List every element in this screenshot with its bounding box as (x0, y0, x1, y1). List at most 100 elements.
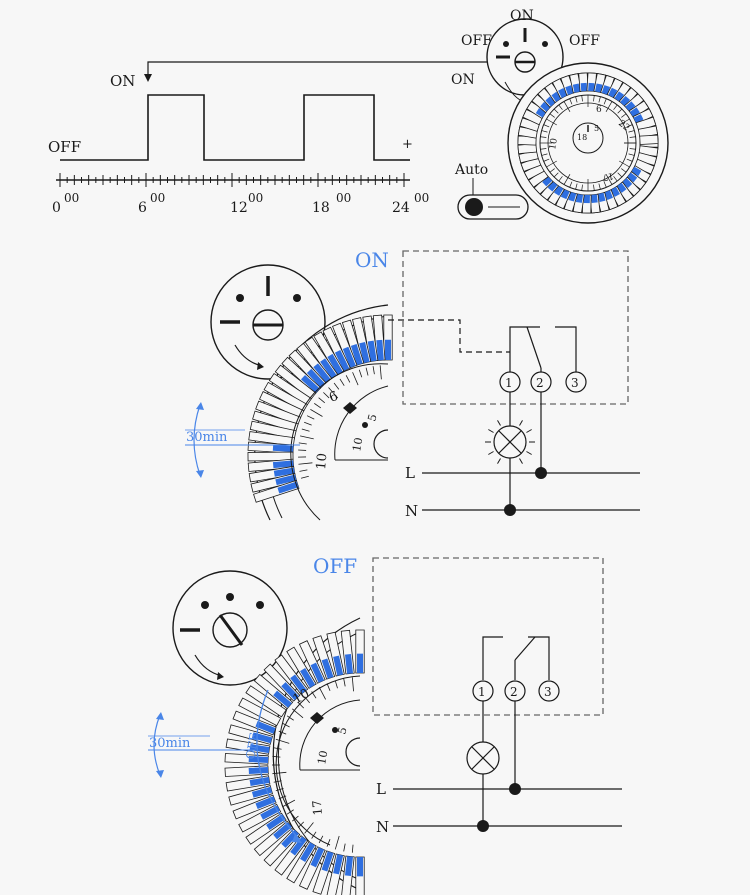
off-dial-segment-pin (333, 854, 344, 875)
dial-tick (365, 367, 369, 376)
dial-tick (318, 835, 324, 844)
dial-tick (301, 428, 310, 432)
off-dial-num-10b: 10 (315, 749, 330, 765)
off-panel-title: OFF (313, 554, 357, 578)
off-neutral-label: N (376, 818, 389, 836)
tick-0-sup: 00 (64, 191, 79, 205)
on-dial-segment-pin (275, 474, 297, 486)
dial-tick (540, 136, 547, 138)
on-dial-segment-pin (272, 460, 294, 469)
lamp-ray (497, 420, 501, 426)
on-dial-segment[interactable] (263, 381, 308, 413)
dial-segment-pin (633, 114, 644, 124)
dial-segment-pin (616, 182, 627, 193)
dial-tick (352, 372, 359, 386)
off-dial-segment-pin (273, 822, 292, 840)
tick-6: 6 (138, 200, 147, 216)
on-terminal-3-label: 3 (571, 376, 579, 390)
off-dial-segment-pin (290, 836, 307, 856)
dial-tick (619, 160, 630, 168)
on-dial-segment[interactable] (248, 431, 295, 447)
dial-segment-pin (551, 91, 561, 102)
off-dial-segment-pin (251, 786, 273, 798)
dial-tick (549, 168, 555, 173)
on-dial-segment-pin (367, 340, 377, 362)
dial-tick (372, 366, 375, 375)
tick-24-sup: 00 (414, 191, 429, 205)
lamp-ray (526, 451, 532, 455)
dial-segment-pin (597, 192, 606, 203)
dial-segment-pin (545, 96, 556, 107)
dial-tick (593, 184, 595, 191)
dial-segment-pin (565, 85, 574, 95)
dial-num-5: 5 (594, 124, 599, 133)
off-dial-segment-pin (300, 842, 316, 862)
dial-tick (334, 835, 340, 850)
off-dial-segment-pin (321, 658, 334, 679)
on-live-label: L (405, 464, 415, 482)
off-dial-segment-pin (300, 668, 316, 688)
auto-switch[interactable]: Auto (454, 162, 529, 220)
dial-tick (546, 118, 557, 126)
tick-24: 24 (392, 200, 410, 216)
dial-tick (603, 98, 607, 105)
on-dial-segment-pin (313, 363, 331, 383)
on-dial-num-10a: 10 (350, 436, 365, 452)
off-dial-segment-pin (344, 856, 354, 877)
tick-18: 18 (312, 200, 330, 216)
dial-tick (351, 844, 354, 853)
lamp-ray (519, 420, 523, 426)
dial-segment-pin (629, 107, 640, 117)
off-dial-num-17: 17 (310, 800, 325, 816)
off-terminal-3 (538, 680, 560, 702)
dial-segment-pin (540, 101, 551, 112)
dial-tick (297, 821, 305, 828)
off-arc-label: OFF (243, 732, 261, 761)
dial-tick (626, 124, 633, 128)
on-dial-segment[interactable] (268, 372, 312, 407)
dial-tick (543, 158, 550, 162)
off-dial-segment-pin (260, 805, 281, 820)
dial-tick (278, 730, 287, 735)
dial-segment-pin (625, 101, 636, 112)
dial-tick (543, 124, 550, 128)
dial-tick (318, 686, 326, 700)
dial-tick (598, 96, 601, 103)
selector-off-left: OFF (461, 33, 492, 49)
dial-tick (558, 176, 563, 182)
dial-segment[interactable] (639, 134, 659, 145)
dial-tick (605, 101, 613, 112)
off-dial-segment[interactable] (238, 697, 282, 727)
dial-segment-pin (568, 192, 577, 202)
dial-tick (304, 421, 312, 426)
lamp-ray (519, 458, 523, 464)
tick-18-sup: 00 (336, 191, 351, 205)
on-dial-segment[interactable] (255, 400, 302, 426)
on-dial-segment[interactable] (259, 391, 305, 419)
dial-segment-pin (542, 176, 553, 187)
dial-tick (541, 130, 548, 133)
dial-tick (628, 130, 635, 133)
timeline-on-label: ON (110, 72, 135, 90)
lamp-ray (488, 429, 494, 433)
on-dial-segment[interactable] (252, 410, 299, 433)
on-dial-segment-pin (277, 481, 299, 494)
dial-tick (563, 101, 571, 112)
dial-tick (275, 738, 290, 744)
off-relay-box (372, 557, 604, 716)
on-dial-segment[interactable] (249, 420, 297, 440)
dial-tick (621, 168, 627, 173)
dial-tick (558, 104, 563, 110)
off-duration-label: 30min (149, 736, 191, 751)
off-dial-segment-pin (281, 682, 299, 701)
time-axis-labels: 0 00 6 00 12 00 18 00 24 00 (52, 191, 429, 216)
dial-tick (575, 96, 578, 103)
dial-segment-pin (620, 95, 631, 106)
on-dial-segment[interactable] (274, 364, 317, 401)
dial-tick (272, 755, 281, 758)
on-dial-segment[interactable] (247, 451, 294, 462)
dial-segment-pin (558, 88, 568, 99)
off-dial-segment[interactable] (245, 685, 287, 718)
off-panel: OFF 10 5 10 17 OFF (148, 554, 622, 895)
off-dial-segment-pin (266, 814, 286, 830)
